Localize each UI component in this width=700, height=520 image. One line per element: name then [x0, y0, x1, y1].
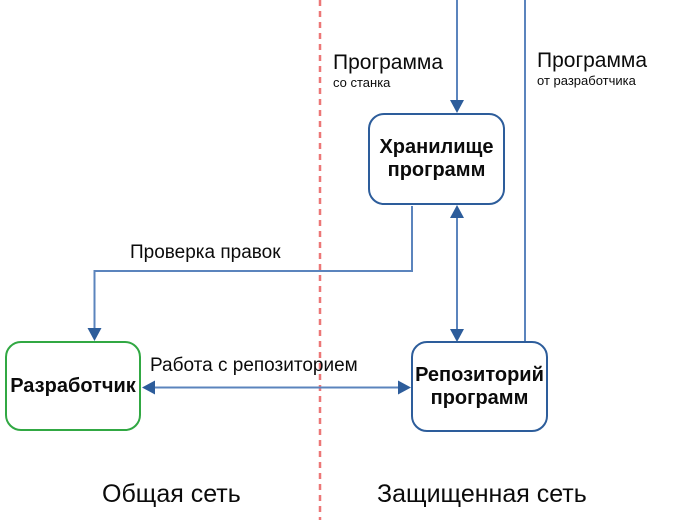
repository-work-label: Работа с репозиторием [150, 355, 358, 376]
program-from-developer-label-subtitle: от разработчика [537, 73, 636, 88]
developer-node-label: Разработчик [10, 374, 136, 397]
program-from-developer-label: Программа от разработчика [537, 49, 647, 88]
repository-node-label-line1: Репозиторий [415, 363, 544, 386]
repository-node: Репозиторий программ [411, 341, 548, 432]
storage-repository-up-arrowhead-icon [450, 205, 464, 218]
repository-work-left-arrowhead-icon [142, 380, 155, 395]
storage-node-label-line1: Хранилище [379, 136, 494, 158]
check-edits-line [93, 206, 413, 329]
developer-node: Разработчик [5, 341, 141, 431]
program-from-machine-arrowhead-icon [450, 100, 464, 113]
check-edits-label: Проверка правок [130, 242, 281, 263]
repository-work-right-arrowhead-icon [398, 380, 411, 395]
program-from-machine-label-subtitle: со станка [333, 75, 391, 90]
program-from-machine-label: Программа со станка [333, 51, 443, 90]
check-edits-arrowhead-icon [87, 328, 102, 341]
storage-node: Хранилище программ [368, 113, 505, 205]
program-from-machine-label-title: Программа [333, 51, 444, 74]
storage-node-label-line2: программ [387, 159, 486, 181]
program-from-developer-label-title: Программа [537, 49, 648, 72]
zone-label-protected-network: Защищенная сеть [377, 480, 587, 508]
repository-node-label-line2: программ [430, 386, 529, 409]
zone-label-public-network: Общая сеть [102, 480, 241, 508]
